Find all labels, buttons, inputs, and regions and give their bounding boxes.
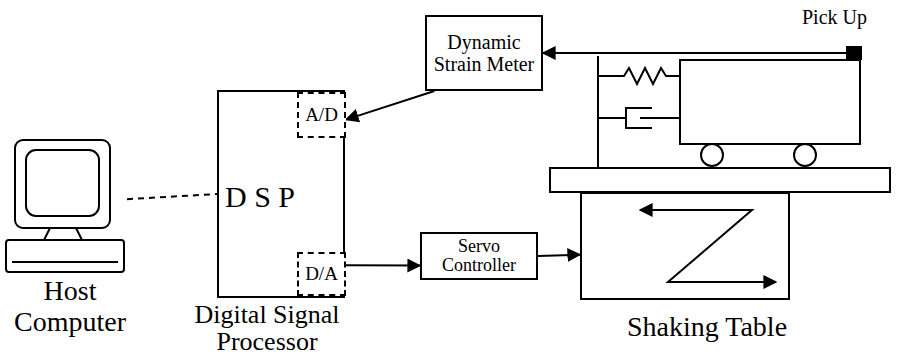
test-model [598,56,860,168]
connector [346,264,420,266]
converter-box: A/D [297,92,346,138]
table-platform [550,168,890,192]
node-text: Shaking Table [627,312,787,343]
connector [543,52,846,54]
node-text: D S P [225,180,295,213]
pickup-sensor: Pick Up [846,46,862,60]
processor-box: A/DD/AD S PDigital Signal Processor [217,90,345,298]
controller-box: Servo Controller [420,232,538,280]
connector [346,91,434,120]
node-text: Host Computer [0,276,140,338]
connector [127,194,217,199]
computer-illustration [6,140,124,272]
node-text: D/A [305,264,338,285]
node-text: Dynamic Strain Meter [427,31,541,75]
connector [538,255,580,256]
computer-node: Host Computer [5,138,127,274]
motion-arrows [640,210,776,282]
node-text: Digital Signal Processor [147,302,387,355]
node-text: Servo Controller [422,237,536,275]
node-text: Pick Up [802,6,867,28]
node-text: A/D [305,105,338,126]
instrument-box: Dynamic Strain Meter [425,15,543,91]
converter-box: D/A [297,252,346,296]
shaking-table: Shaking Table [580,192,790,300]
